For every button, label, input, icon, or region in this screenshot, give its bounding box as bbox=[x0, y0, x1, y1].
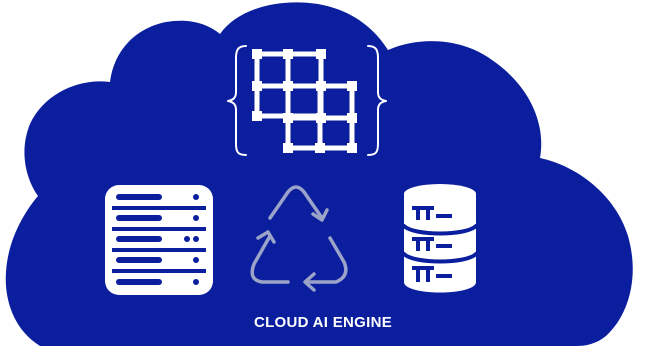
recycle-icon bbox=[250, 185, 348, 292]
cloud-ai-engine-caption: CLOUD AI ENGINE bbox=[253, 314, 393, 331]
code-grid-icon bbox=[227, 45, 387, 156]
database-icon bbox=[402, 184, 478, 293]
server-rack-icon bbox=[105, 185, 213, 295]
